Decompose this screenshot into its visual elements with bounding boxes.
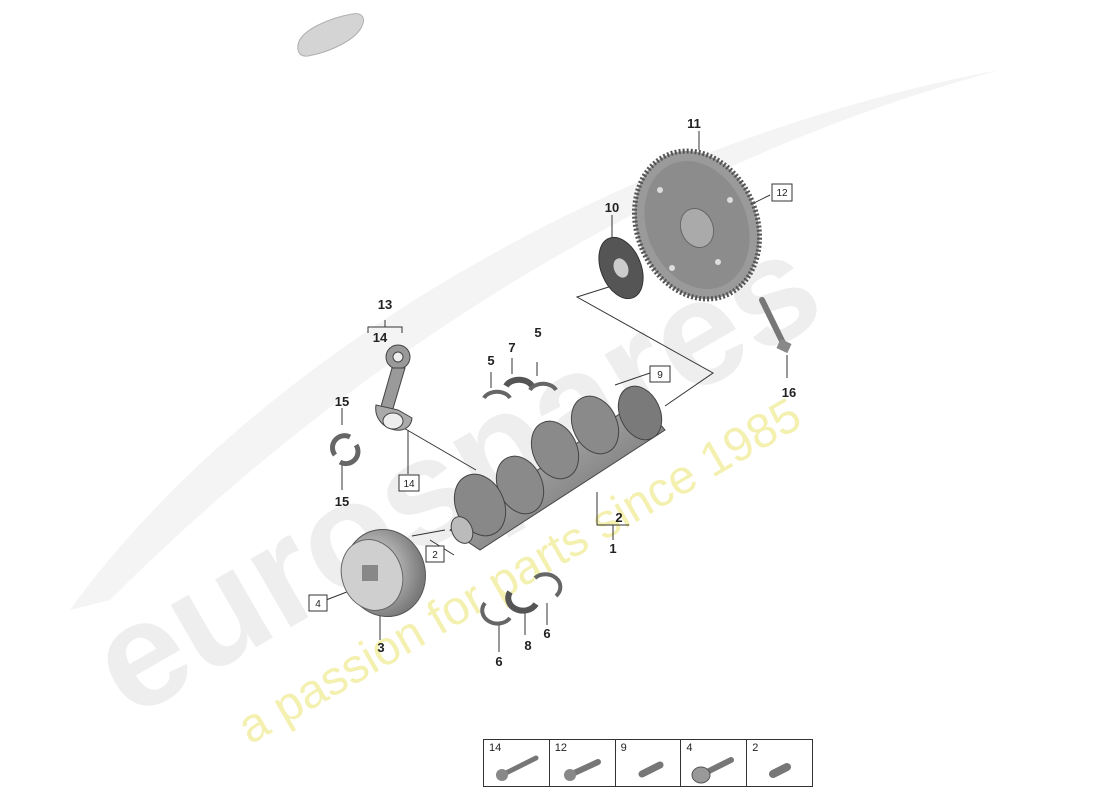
- callout-5a: 5: [487, 353, 494, 368]
- svg-text:2: 2: [432, 550, 438, 561]
- bolt-long-icon: [496, 755, 539, 781]
- callout-2: 2: [615, 510, 622, 525]
- callout-1: 1: [609, 541, 616, 556]
- boxed-ref-2: 2: [425, 545, 445, 563]
- boxed-ref-4: 4: [308, 594, 328, 612]
- main-bearing-shells-upper: [482, 376, 558, 400]
- leader-lines: [325, 131, 788, 652]
- callout-labels: 11 10 13 14 7 5 5 15 15 16 2 1 3 6 8 6: [335, 116, 796, 669]
- callout-11: 11: [687, 116, 701, 131]
- legend-num: 4: [686, 742, 693, 754]
- flex-plate: [598, 236, 644, 300]
- main-bearing-shells-lower: [480, 572, 563, 626]
- rod-bearing-shells: [330, 433, 361, 467]
- boxed-ref-12: 12: [771, 183, 793, 202]
- fastener-legend: 14 12 9 4 2: [483, 739, 813, 787]
- callout-10: 10: [605, 200, 619, 215]
- callout-6b: 6: [543, 626, 550, 641]
- boxed-ref-9: 9: [649, 365, 671, 383]
- legend-cell-4: 4: [681, 740, 748, 786]
- callout-6a: 6: [495, 654, 502, 669]
- flywheel-bolt: [759, 297, 792, 354]
- callout-15a: 15: [335, 394, 349, 409]
- legend-cell-9: 9: [616, 740, 682, 786]
- callout-5b: 5: [534, 325, 541, 340]
- legend-num: 9: [620, 742, 627, 754]
- callout-7: 7: [508, 340, 515, 355]
- svg-text:12: 12: [776, 188, 788, 199]
- bolt-stub-icon: [769, 763, 792, 778]
- svg-text:9: 9: [657, 370, 663, 381]
- callout-8: 8: [524, 638, 531, 653]
- legend-num: 2: [752, 742, 759, 754]
- legend-num: 14: [489, 742, 502, 754]
- boxed-refs: 12 9 14 2 4: [308, 183, 793, 612]
- legend-cell-14: 14: [484, 740, 550, 786]
- crankshaft: [449, 385, 666, 551]
- bolt-short-icon: [638, 761, 664, 778]
- legend-num: 12: [554, 742, 568, 754]
- callout-13: 13: [378, 297, 392, 312]
- callout-3: 3: [377, 640, 384, 655]
- vehicle-thumbnail-icon: [297, 13, 365, 57]
- bolt-medium-icon: [563, 759, 601, 781]
- svg-text:14: 14: [403, 479, 415, 490]
- boxed-ref-14: 14: [398, 474, 420, 492]
- legend-cell-12: 12: [550, 740, 616, 786]
- bolt-flanged-icon: [691, 757, 735, 784]
- flywheel: [632, 148, 762, 302]
- callout-16: 16: [782, 385, 796, 400]
- vibration-damper: [340, 528, 426, 618]
- legend-cell-2: 2: [747, 740, 812, 786]
- callout-15b: 15: [335, 494, 349, 509]
- callout-14: 14: [373, 330, 388, 345]
- connecting-rod: [375, 344, 413, 431]
- svg-text:4: 4: [315, 599, 321, 610]
